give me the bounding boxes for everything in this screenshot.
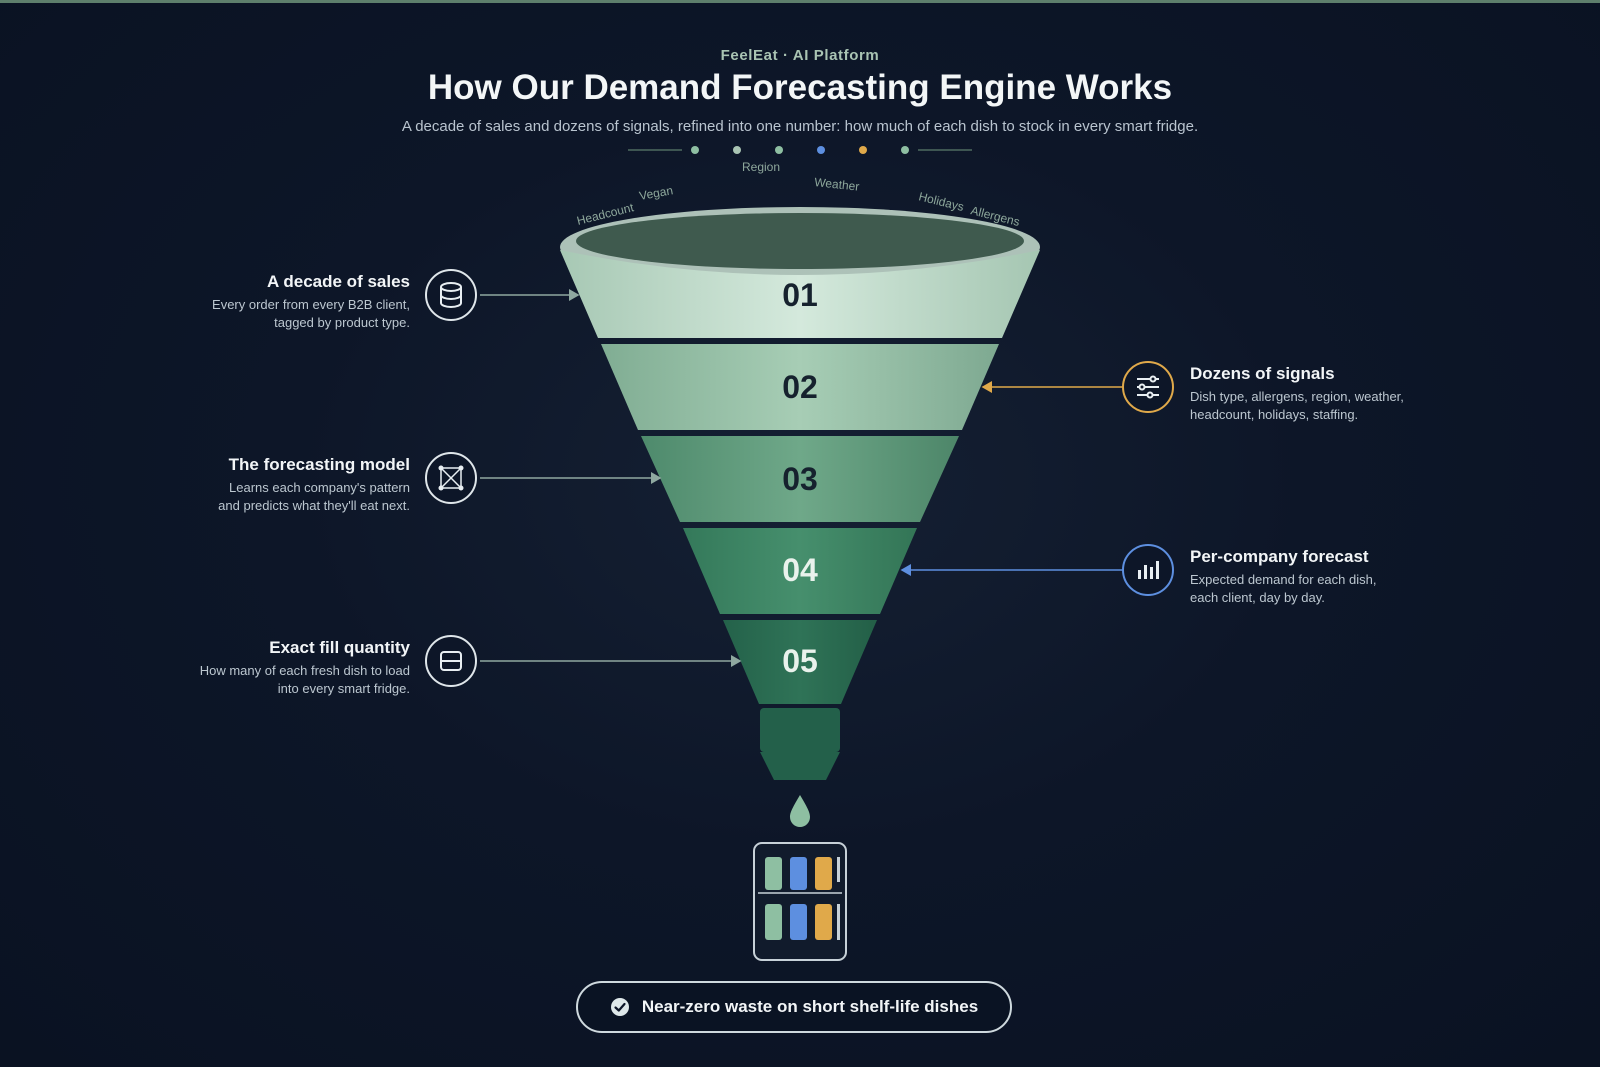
eyebrow-label: FeelEat · AI Platform	[720, 47, 880, 64]
droplet-icon	[790, 795, 810, 827]
signal-label-vegan: Vegan	[638, 183, 674, 203]
stage-04-description: Per-company forecast Expected demand for…	[1190, 547, 1450, 607]
stage-02-desc-line-1: Dish type, allergens, region, weather,	[1190, 389, 1404, 404]
stage-03-desc-line-2: and predicts what they'll eat next.	[218, 498, 410, 513]
stage-01-description: A decade of sales Every order from every…	[150, 272, 410, 332]
funnel-spout	[760, 708, 840, 752]
stage-number-03: 03	[782, 461, 818, 497]
fridge-box-icon	[425, 635, 477, 687]
stage-04-desc-line-1: Expected demand for each dish,	[1190, 572, 1377, 587]
stage-03-desc-line-1: Learns each company's pattern	[229, 480, 410, 495]
stage-04-desc-line-2: each client, day by day.	[1190, 590, 1325, 605]
funnel-segment-02	[601, 344, 999, 430]
page-subtitle: A decade of sales and dozens of signals,…	[401, 118, 1199, 135]
stage-01-desc-line-2: tagged by product type.	[274, 315, 410, 330]
stage-04-title: Per-company forecast	[1190, 547, 1369, 566]
funnel-spout-tip	[760, 752, 840, 780]
top-accent-line	[0, 0, 1600, 3]
network-icon	[425, 452, 477, 504]
signal-label-weather: Weather	[814, 175, 860, 194]
stage-number-05: 05	[782, 643, 818, 679]
stage-number-04: 04	[782, 552, 818, 588]
smart-fridge-icon	[753, 842, 847, 961]
stage-05-description: Exact fill quantity How many of each fre…	[150, 638, 410, 698]
bar-chart-icon	[1122, 544, 1174, 596]
stage-01-desc-line-1: Every order from every B2B client,	[212, 297, 410, 312]
stage-number-01: 01	[782, 277, 818, 313]
funnel-rim-inner	[576, 213, 1024, 269]
signal-label-region: Region	[742, 160, 780, 174]
stage-05-title: Exact fill quantity	[269, 638, 410, 657]
stage-03-title: The forecasting model	[228, 455, 410, 474]
stage-01-title: A decade of sales	[267, 272, 410, 291]
outcome-badge-text: Near-zero waste on short shelf-life dish…	[641, 997, 979, 1016]
database-icon	[425, 269, 477, 321]
stage-02-description: Dozens of signals Dish type, allergens, …	[1190, 364, 1450, 424]
stage-02-title: Dozens of signals	[1190, 364, 1335, 383]
signal-dots-divider	[628, 146, 972, 154]
funnel-segment-01	[560, 250, 1040, 338]
stage-05-desc-line-1: How many of each fresh dish to load	[199, 663, 410, 678]
page-title: How Our Demand Forecasting Engine Works	[427, 68, 1173, 107]
signal-label-holidays: Holidays	[917, 189, 965, 214]
stage-03-description: The forecasting model Learns each compan…	[150, 455, 410, 515]
stage-05-desc-line-2: into every smart fridge.	[277, 681, 410, 696]
check-circle-icon	[610, 998, 629, 1016]
sliders-icon	[1122, 361, 1174, 413]
outcome-badge: Near-zero waste on short shelf-life dish…	[576, 981, 1012, 1033]
funnel-segment-03	[641, 436, 959, 522]
stage-number-02: 02	[782, 369, 818, 405]
funnel-segment-04	[683, 528, 917, 614]
funnel-segment-05	[723, 620, 877, 704]
stage-02-desc-line-2: headcount, holidays, staffing.	[1190, 407, 1359, 422]
